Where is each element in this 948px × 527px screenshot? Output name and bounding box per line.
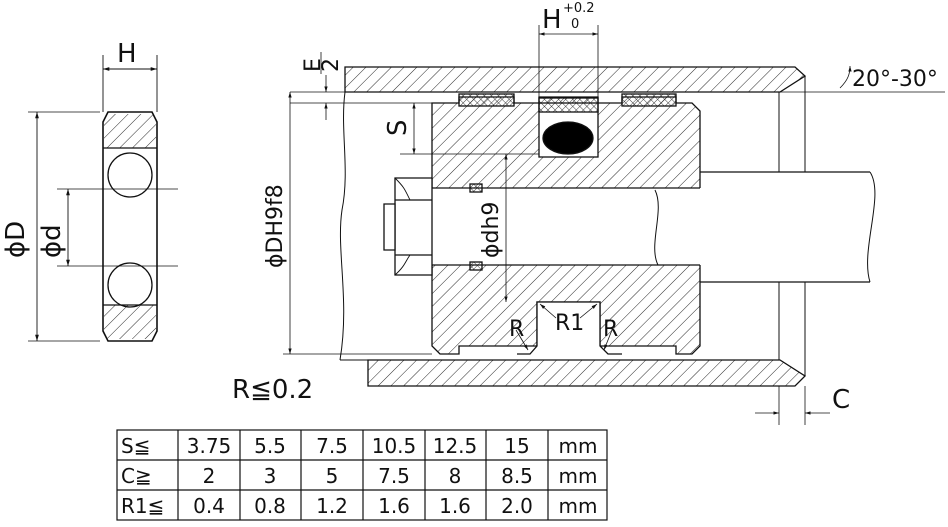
label-E: E <box>301 58 326 72</box>
table-unit: mm <box>559 464 598 488</box>
label-angle: 20°-30° <box>852 67 938 92</box>
label-R-right: R <box>603 317 618 342</box>
table-cell: 5 <box>326 464 339 488</box>
table-row: R1≦ 0.4 0.8 1.2 1.6 1.6 2.0 mm <box>121 494 597 518</box>
label-phid: ϕd <box>37 224 67 258</box>
table-row-head: R1≦ <box>121 494 164 518</box>
table-cell: 8.5 <box>501 464 533 488</box>
table-cell: 0.8 <box>254 494 286 518</box>
label-H-top: H <box>542 5 562 35</box>
table-cell: 10.5 <box>372 434 417 458</box>
table-cell: 5.5 <box>254 434 286 458</box>
table-cell: 8 <box>449 464 462 488</box>
label-R-max: R≦0.2 <box>232 375 313 405</box>
table-cell: 2.0 <box>501 494 533 518</box>
table-cell: 1.6 <box>439 494 471 518</box>
label-phiD: ϕD <box>1 221 31 258</box>
table-cell: 1.2 <box>316 494 348 518</box>
label-S: S <box>383 119 413 136</box>
label-H: H <box>117 39 137 69</box>
label-H-tol-lower: 0 <box>571 17 579 32</box>
seal-section-view <box>28 55 178 342</box>
installation-view <box>283 25 945 425</box>
table-cell: 3.75 <box>187 434 232 458</box>
table-cell: 15 <box>504 434 529 458</box>
table-row-head: S≦ <box>121 434 150 458</box>
label-R1: R1 <box>555 311 584 336</box>
label-phidh9: ϕdh9 <box>479 202 504 258</box>
table-row-head: C≧ <box>121 464 152 488</box>
label-R-left: R <box>509 317 524 342</box>
table-cell: 0.4 <box>193 494 225 518</box>
table-cell: 7.5 <box>378 464 410 488</box>
table-cell: 7.5 <box>316 434 348 458</box>
dimension-table <box>116 429 608 521</box>
table-unit: mm <box>559 434 598 458</box>
label-C: C <box>832 385 850 415</box>
table-cell: 3 <box>264 464 277 488</box>
table-row: C≧ 2 3 5 7.5 8 8.5 mm <box>121 464 597 488</box>
label-phiDH9f8: ϕDH9f8 <box>263 184 288 268</box>
label-H-tol-upper: +0.2 <box>563 1 595 16</box>
table-unit: mm <box>559 494 598 518</box>
label-two: 2 <box>319 58 344 72</box>
table-cell: 12.5 <box>433 434 478 458</box>
table-cell: 2 <box>203 464 216 488</box>
table-cell: 1.6 <box>378 494 410 518</box>
table-row: S≦ 3.75 5.5 7.5 10.5 12.5 15 mm <box>121 434 597 458</box>
